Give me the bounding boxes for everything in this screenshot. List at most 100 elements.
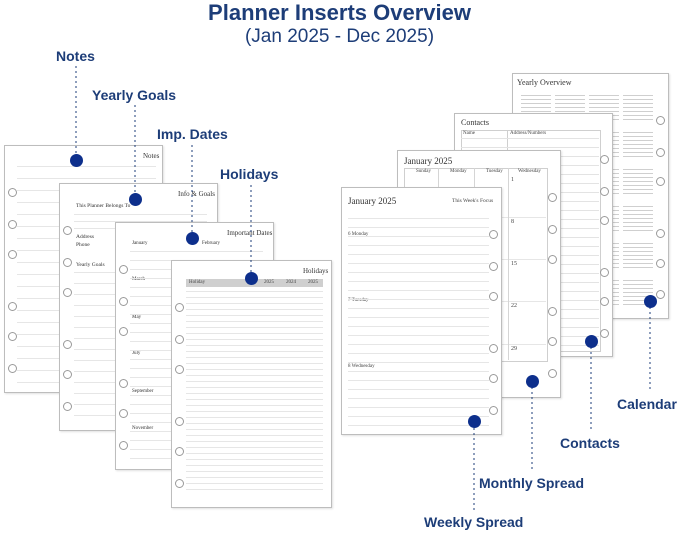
month-february: February	[202, 241, 221, 246]
binder-hole	[8, 250, 17, 259]
binder-hole	[175, 303, 184, 312]
ruled-line	[186, 477, 323, 478]
page-subtitle: (Jan 2025 - Dec 2025)	[244, 26, 435, 47]
ruled-line	[186, 417, 323, 418]
page-title: Planner Inserts Overview	[208, 0, 471, 25]
label-holidays: Holidays	[220, 166, 279, 182]
ruled-line	[186, 471, 323, 472]
binder-hole	[175, 417, 184, 426]
mini-month-block	[623, 240, 653, 270]
binder-hole	[600, 297, 609, 306]
ruled-line	[186, 405, 323, 406]
imp-dates-marker-dot	[186, 232, 199, 245]
holidays-heading: Holidays	[303, 267, 329, 275]
ruled-line	[348, 398, 489, 399]
ruled-line	[348, 281, 489, 282]
ruled-line	[348, 290, 489, 291]
ruled-line	[348, 236, 489, 237]
monthly-day-tuesday: Tuesday	[486, 169, 503, 174]
ruled-line	[186, 375, 323, 376]
label-notes: Notes	[56, 48, 95, 64]
ruled-line	[348, 344, 489, 345]
month-may: May	[132, 315, 142, 320]
weekly-day-wednesday: 8 Wednesday	[348, 364, 375, 369]
ruled-line	[130, 251, 263, 252]
binder-hole	[489, 374, 498, 383]
label-contacts: Contacts	[560, 435, 620, 451]
yearly-goals-label: Yearly Goals	[76, 262, 105, 268]
monthly-date-22: 22	[511, 303, 517, 309]
mini-month-block	[623, 203, 653, 233]
monthly-date-29: 29	[511, 346, 517, 352]
binder-hole	[119, 265, 128, 274]
ruled-line	[186, 483, 323, 484]
yearly-overview-heading: Yearly Overview	[517, 78, 572, 87]
ruled-line	[186, 291, 323, 292]
binder-hole	[119, 297, 128, 306]
ruled-line	[348, 308, 489, 309]
ruled-line	[186, 363, 323, 364]
ruled-line	[348, 425, 489, 426]
yearly-goals-marker-dot	[129, 193, 142, 206]
ruled-line	[186, 489, 323, 490]
binder-hole	[489, 344, 498, 353]
weekly-day-monday: 6 Monday	[348, 232, 369, 237]
calendar-marker-dot	[644, 295, 657, 308]
binder-hole	[119, 327, 128, 336]
ruled-line	[186, 435, 323, 436]
monthly-day-monday: Monday	[450, 169, 467, 174]
binder-hole	[63, 226, 72, 235]
notes-marker-dot	[70, 154, 83, 167]
contacts-heading: Contacts	[461, 118, 489, 127]
contacts-marker-dot	[585, 335, 598, 348]
ruled-line	[186, 333, 323, 334]
ruled-line	[348, 272, 489, 273]
ruled-line	[348, 263, 489, 264]
binder-hole	[8, 220, 17, 229]
ruled-line	[348, 317, 489, 318]
ruled-line	[186, 393, 323, 394]
binder-hole	[175, 447, 184, 456]
binder-hole	[119, 441, 128, 450]
holidays-col-2025b: 2025	[308, 280, 318, 285]
weekly-heading: January 2025	[348, 196, 397, 206]
ruled-line	[186, 327, 323, 328]
binder-hole	[548, 225, 557, 234]
ruled-line	[186, 447, 323, 448]
binder-hole	[489, 292, 498, 301]
binder-hole	[119, 379, 128, 388]
mini-month-block	[623, 166, 653, 196]
binder-hole	[489, 406, 498, 415]
month-march: March	[132, 277, 146, 282]
binder-hole	[63, 370, 72, 379]
binder-hole	[63, 340, 72, 349]
contacts-col-name: Name	[463, 131, 475, 136]
ruled-line	[348, 245, 489, 246]
ruled-line	[348, 362, 489, 363]
binder-hole	[600, 329, 609, 338]
ruled-line	[348, 335, 489, 336]
ruled-line	[186, 351, 323, 352]
ruled-line	[186, 411, 323, 412]
binder-hole	[175, 365, 184, 374]
label-weekly-spread: Weekly Spread	[424, 514, 524, 530]
label-monthly-spread: Monthly Spread	[479, 475, 585, 491]
ruled-line	[74, 214, 207, 215]
phone-label: Phone	[76, 242, 90, 248]
weekly-focus: This Week's Focus	[452, 198, 494, 204]
grid-column-line	[508, 168, 509, 360]
month-september: September	[132, 389, 154, 394]
month-july: July	[132, 351, 141, 356]
binder-hole	[119, 409, 128, 418]
ruled-line	[186, 345, 323, 346]
ruled-line	[186, 399, 323, 400]
monthly-day-sunday: Sunday	[416, 169, 431, 174]
binder-hole	[656, 116, 665, 125]
address-label: Address	[76, 234, 95, 240]
binder-hole	[656, 259, 665, 268]
ruled-line	[348, 299, 489, 300]
binder-hole	[600, 155, 609, 164]
ruled-line	[186, 297, 323, 298]
ruled-line	[348, 389, 489, 390]
